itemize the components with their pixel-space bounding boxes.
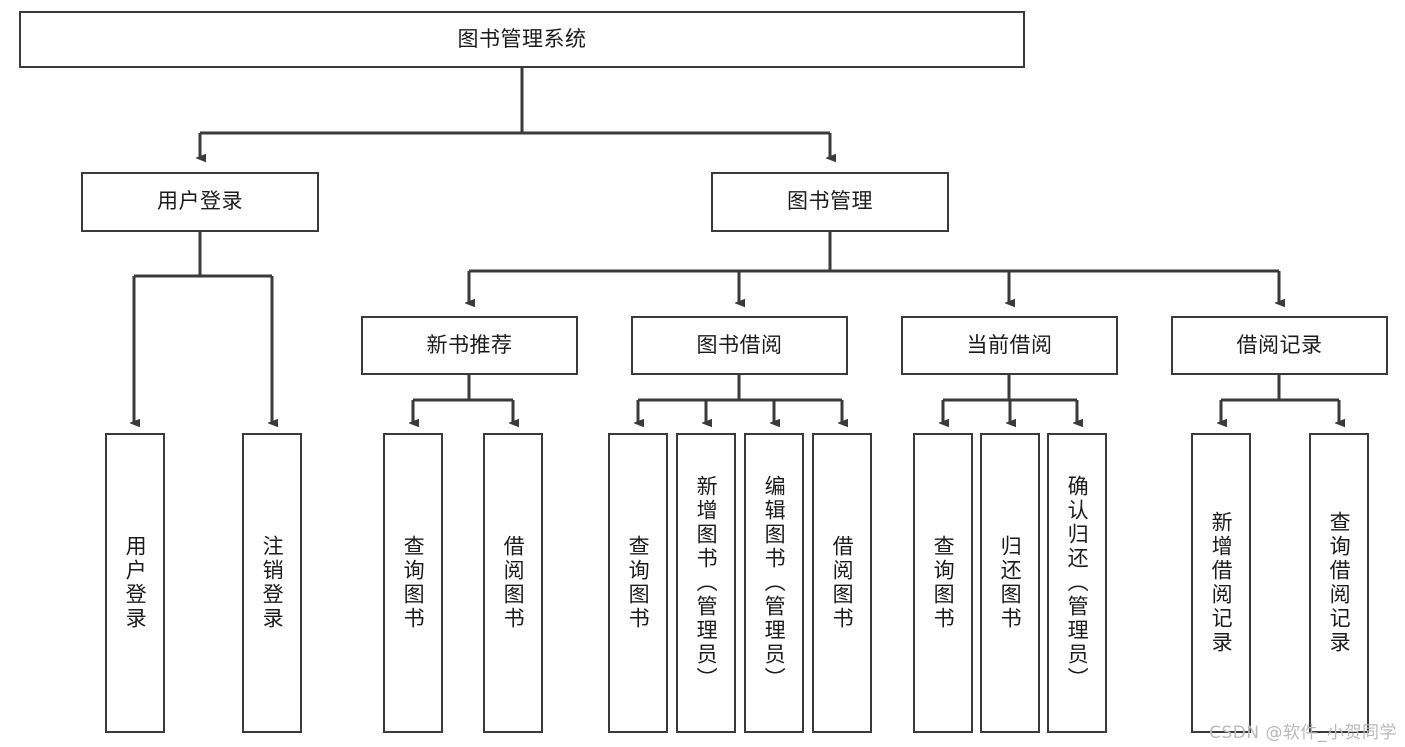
watermark-text: CSDN @软件_小贺同学 — [1209, 723, 1397, 743]
node-leaf-add-book[interactable]: 新增图书（管理员） — [676, 433, 736, 733]
node-leaf-query-record-label: 查询借阅记录 — [1327, 511, 1352, 655]
node-leaf-borrow-book-2-label: 借阅图书 — [830, 535, 855, 631]
node-leaf-query-book-3-label: 查询图书 — [931, 535, 956, 631]
node-leaf-query-book-1[interactable]: 查询图书 — [383, 433, 443, 733]
node-book-borrow-label: 图书借阅 — [696, 332, 783, 357]
node-leaf-borrow-book-2[interactable]: 借阅图书 — [812, 433, 872, 733]
node-borrow-record-label: 借阅记录 — [1236, 332, 1323, 357]
node-leaf-query-book-2-label: 查询图书 — [626, 535, 651, 631]
node-leaf-user-login[interactable]: 用户登录 — [105, 433, 165, 733]
node-leaf-confirm-return-label: 确认归还（管理员） — [1065, 475, 1090, 691]
node-leaf-confirm-return[interactable]: 确认归还（管理员） — [1047, 433, 1107, 733]
node-root[interactable]: 图书管理系统 — [19, 11, 1025, 68]
node-leaf-borrow-book-1-label: 借阅图书 — [501, 535, 526, 631]
node-leaf-query-book-3[interactable]: 查询图书 — [913, 433, 973, 733]
node-leaf-add-record-label: 新增借阅记录 — [1209, 511, 1234, 655]
node-book-borrow[interactable]: 图书借阅 — [631, 316, 848, 375]
node-leaf-add-book-label: 新增图书（管理员） — [694, 475, 719, 691]
node-leaf-logout-login[interactable]: 注销登录 — [242, 433, 302, 733]
node-leaf-return-book[interactable]: 归还图书 — [980, 433, 1040, 733]
node-leaf-add-record[interactable]: 新增借阅记录 — [1191, 433, 1251, 733]
node-leaf-query-book-1-label: 查询图书 — [401, 535, 426, 631]
node-user-login[interactable]: 用户登录 — [81, 172, 319, 232]
node-book-manage[interactable]: 图书管理 — [711, 172, 949, 232]
node-new-book-recommend-label: 新书推荐 — [426, 332, 513, 357]
node-root-label: 图书管理系统 — [457, 26, 587, 51]
node-leaf-user-login-label: 用户登录 — [123, 535, 148, 631]
node-leaf-query-book-2[interactable]: 查询图书 — [608, 433, 668, 733]
node-leaf-query-record[interactable]: 查询借阅记录 — [1309, 433, 1369, 733]
node-leaf-edit-book[interactable]: 编辑图书（管理员） — [744, 433, 804, 733]
node-leaf-borrow-book-1[interactable]: 借阅图书 — [483, 433, 543, 733]
node-leaf-return-book-label: 归还图书 — [998, 535, 1023, 631]
node-current-borrow-label: 当前借阅 — [966, 332, 1053, 357]
node-leaf-logout-login-label: 注销登录 — [260, 535, 285, 631]
node-borrow-record[interactable]: 借阅记录 — [1171, 316, 1388, 375]
node-book-manage-label: 图书管理 — [787, 189, 873, 214]
node-leaf-edit-book-label: 编辑图书（管理员） — [762, 475, 787, 691]
node-new-book-recommend[interactable]: 新书推荐 — [361, 316, 578, 375]
node-current-borrow[interactable]: 当前借阅 — [901, 316, 1118, 375]
node-user-login-label: 用户登录 — [157, 189, 243, 214]
